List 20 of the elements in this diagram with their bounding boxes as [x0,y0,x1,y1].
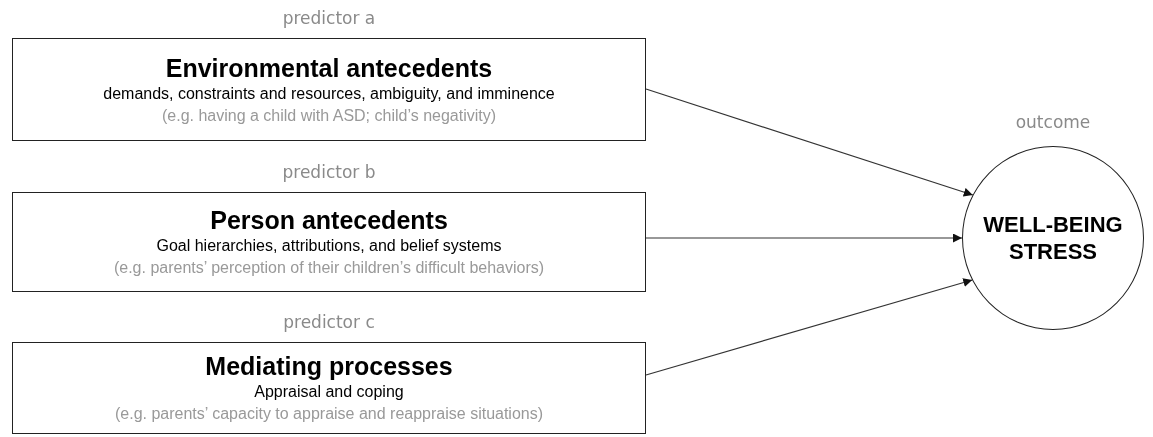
predictor-box [12,192,646,292]
box-heading: Environmental antecedents [165,52,493,83]
box-description: Appraisal and coping [254,382,404,402]
example-text: (e.g. having a child with ASD; child’s negativity) [161,105,497,126]
box-heading: Person antecedents [210,205,448,235]
box-heading: Mediating processes [205,351,453,381]
box-description: Goal hierarchies, attributions, and belief systems [156,236,502,256]
node-caption: predictor a [281,8,377,28]
node-label: WELL-BEING STRESS [982,211,1124,265]
predictor-box [12,38,646,141]
box-description: demands, constraints and resources, ambiguity, and imminence [103,83,555,104]
arrow [645,233,963,243]
node-caption: predictor b [281,162,377,182]
example-text: (e.g. parents’ perception of their children’s difficult behaviors) [113,258,545,278]
arrow [645,88,974,197]
node-caption: outcome [1014,112,1092,132]
example-text: (e.g. parents’ capacity to appraise and reappraise situations) [114,404,544,424]
predictor-box [12,342,646,434]
node-caption: predictor c [282,312,376,332]
arrow [645,278,973,376]
